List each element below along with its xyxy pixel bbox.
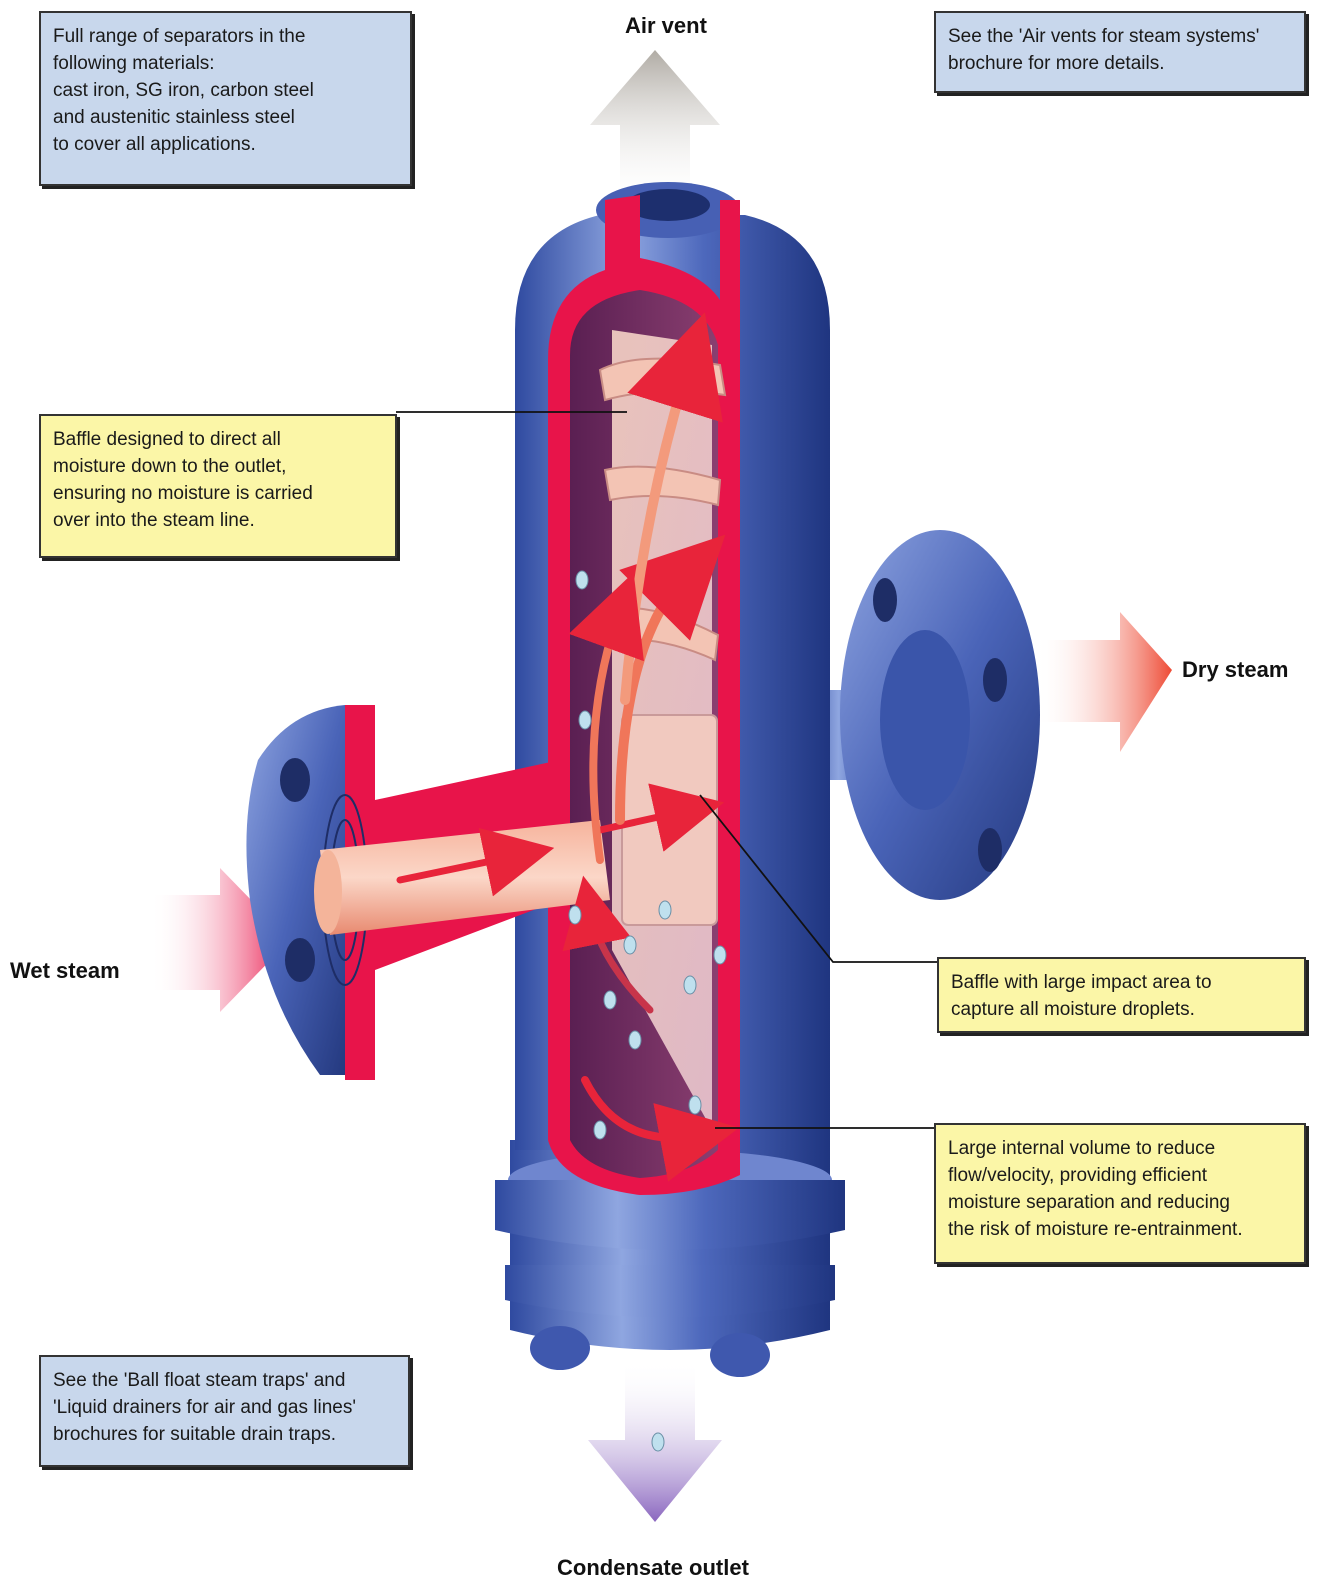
callout-line: moisture down to the outlet,: [53, 453, 383, 480]
baffle-direct-callout: Baffle designed to direct all moisture d…: [39, 414, 397, 558]
air-vent-label: Air vent: [625, 13, 707, 39]
callout-line: brochure for more details.: [948, 50, 1292, 77]
callout-line: Full range of separators in the: [53, 23, 398, 50]
callout-line: cast iron, SG iron, carbon steel: [53, 77, 398, 104]
drain-traps-callout: See the 'Ball float steam traps' and 'Li…: [39, 1355, 410, 1467]
air-vents-callout: See the 'Air vents for steam systems' br…: [934, 11, 1306, 93]
internal-volume-callout: Large internal volume to reduce flow/vel…: [934, 1123, 1306, 1264]
callout-line: the risk of moisture re-entrainment.: [948, 1216, 1292, 1243]
callout-line: moisture separation and reducing: [948, 1189, 1292, 1216]
callout-line: 'Liquid drainers for air and gas lines': [53, 1394, 396, 1421]
outlet-flange: [800, 530, 1040, 900]
callout-line: See the 'Air vents for steam systems': [948, 23, 1292, 50]
callout-line: brochures for suitable drain traps.: [53, 1421, 396, 1448]
callout-line: Large internal volume to reduce: [948, 1135, 1292, 1162]
callout-line: to cover all applications.: [53, 131, 398, 158]
callout-line: Baffle designed to direct all: [53, 426, 383, 453]
wet-steam-label: Wet steam: [10, 958, 120, 984]
materials-callout: Full range of separators in the followin…: [39, 11, 412, 186]
callout-line: flow/velocity, providing efficient: [948, 1162, 1292, 1189]
baffle-impact-callout: Baffle with large impact area to capture…: [937, 957, 1306, 1033]
callout-line: following materials:: [53, 50, 398, 77]
callout-line: Baffle with large impact area to: [951, 969, 1292, 996]
callout-line: ensuring no moisture is carried: [53, 480, 383, 507]
callout-line: and austenitic stainless steel: [53, 104, 398, 131]
callout-line: See the 'Ball float steam traps' and: [53, 1367, 396, 1394]
condensate-outlet-label: Condensate outlet: [557, 1555, 749, 1581]
dry-steam-arrow: [1035, 612, 1172, 752]
callout-line: over into the steam line.: [53, 507, 383, 534]
callout-line: capture all moisture droplets.: [951, 996, 1292, 1023]
dry-steam-label: Dry steam: [1182, 657, 1288, 683]
